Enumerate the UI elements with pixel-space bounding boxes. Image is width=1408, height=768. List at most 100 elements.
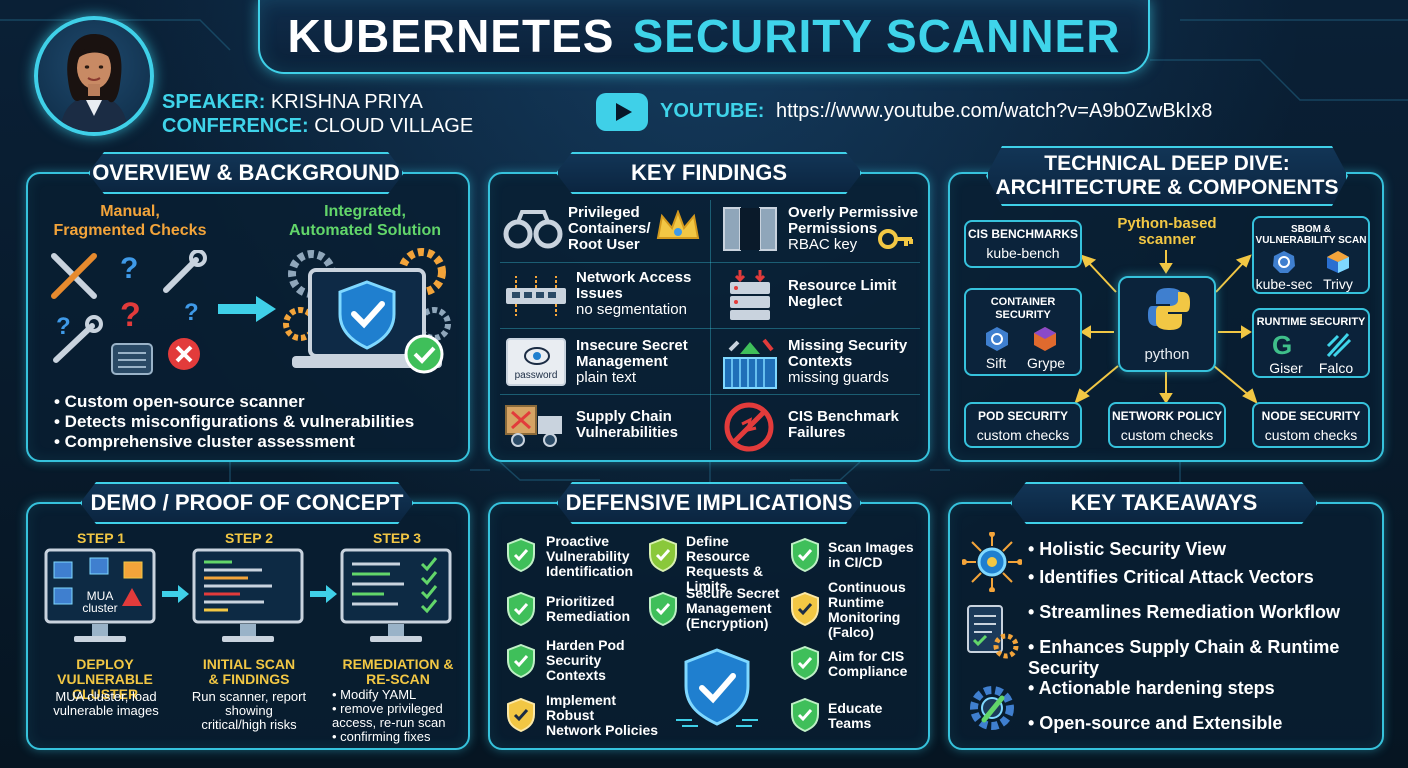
delivery-truck-icon [505,405,562,447]
box-heading: POD SECURITY [977,409,1068,423]
defense-item: Define Resource Requests & Limits [686,533,764,594]
finding-title: Privileged Containers/ Root User [568,204,651,253]
open-door-icon [723,207,777,251]
svg-text:?: ? [56,313,71,340]
shield-check-icon [507,538,535,572]
tool-grype: Grype [1026,355,1066,371]
overview-bullet: • Custom open-source scanner [54,392,305,411]
defense-item: Implement Robust Network Policies [546,692,659,738]
shield-check-icon [507,592,535,626]
takeaway-item: • Holistic Security View [1028,539,1227,559]
divider [500,394,920,395]
tool-sift: Sift [985,355,1007,371]
defense-item: Proactive Vulnerability Identification [546,533,634,579]
takeaways-title: KEY TAKEAWAYS [1010,482,1318,524]
findings-title: KEY FINDINGS [556,152,862,194]
box-tool: custom checks [976,427,1070,443]
step-title: DEPLOY VULNERABLE CLUSTER [57,656,153,702]
key-icon [878,229,913,249]
shield-check-icon [649,538,677,572]
box-heading: RUNTIME SECURITY [1256,316,1366,328]
kubernetes-icon [1273,251,1295,273]
shield-check-icon [507,644,535,678]
sift-icon [986,327,1008,351]
finding-supply-chain: Supply Chain Vulnerabilities [576,409,706,441]
finding-title: Supply Chain Vulnerabilities [576,408,678,441]
monitor-cluster-icon [44,548,156,642]
central-shield-icon [676,648,758,727]
divider [500,262,920,263]
network-box: NETWORK POLICY custom checks [1108,402,1226,448]
defense-item: Educate Teams [828,700,883,731]
finding-title: Network Access Issues [576,269,692,302]
fragmented-tools-icon: ? ? ? ? [51,250,207,375]
youtube-line: YOUTUBE: https://www.youtube.com/watch?v… [660,100,1212,123]
takeaway-item: • Enhances Supply Chain & Runtime Securi… [1028,637,1340,678]
finding-title: Overly Permissive Permissions [788,204,919,237]
pod-box: POD SECURITY custom checks [964,402,1082,448]
svg-text:?: ? [120,252,138,285]
crown-icon [656,210,700,239]
defense-item: Harden Pod Security Contexts [546,637,625,683]
finding-network: Network Access Issues no segmentation [576,270,706,318]
arrow-right-icon [310,585,337,603]
box-tool: custom checks [1120,427,1214,443]
step-desc: Run scanner, report showing critical/hig… [191,689,307,732]
defense-item: Scan Images in CI/CD [828,539,914,570]
monitor-scan-icon [192,548,304,642]
box-heading: NODE SECURITY [1261,409,1361,423]
title-primary: KUBERNETES [287,10,615,62]
finding-privileged: Privileged Containers/ Root User [568,205,708,253]
tool-trivy: Trivy [1323,276,1353,292]
step-label: STEP 2 [225,530,273,546]
overview-bullets: • Custom open-source scanner • Detects m… [54,392,414,452]
network-switch-icon [506,276,566,316]
container-icon [723,338,777,389]
finding-title: Insecure Secret Management [576,337,688,370]
defensive-title: DEFENSIVE IMPLICATIONS [556,482,862,524]
finding-cis: CIS Benchmark Failures [788,409,928,441]
finding-resource: Resource Limit Neglect [788,278,928,310]
demo-title: DEMO / PROOF OF CONCEPT [80,482,414,524]
eye-icon [524,347,550,365]
youtube-link[interactable]: https://www.youtube.com/watch?v=A9b0ZwBk… [776,100,1213,122]
monitor-rescan-icon [340,548,452,642]
step-desc: MUA cluster, load vulnerable images [53,689,159,718]
step-title: REMEDIATION & RE-SCAN [342,656,454,687]
arrow-right-icon [162,585,189,603]
step-title: INITIAL SCAN & FINDINGS [202,656,296,687]
cis-box: CIS BENCHMARKS kube-bench [964,220,1082,268]
overview-bullet: • Comprehensive cluster assessment [54,432,355,451]
secure-laptop-icon [283,248,451,374]
takeaway-item: • Streamlines Remediation Workflow [1028,602,1341,622]
title-secondary: SECURITY SCANNER [632,10,1121,62]
tech-title: TECHNICAL DEEP DIVE: ARCHITECTURE & COMP… [986,146,1348,206]
speaker-info: SPEAKER: KRISHNA PRIYA CONFERENCE: CLOUD… [162,90,473,138]
manual-label: Manual, Fragmented Checks [53,203,207,239]
finding-title: Resource Limit Neglect [788,277,897,310]
svg-text:?: ? [184,299,199,326]
tool-kube-sec: kube-sec [1255,276,1313,292]
speaker-avatar [34,16,154,136]
shield-check-icon [507,698,535,732]
youtube-icon[interactable] [596,93,648,131]
finding-contexts: Missing Security Contexts missing guards [788,338,928,386]
step-label: STEP 3 [373,530,421,546]
defense-item: Aim for CIS Compliance [828,648,908,679]
node-box: NODE SECURITY custom checks [1252,402,1370,448]
shield-check-icon [791,698,819,732]
shield-check-icon [649,592,677,626]
divider [710,200,711,450]
overview-title: OVERVIEW & BACKGROUND [88,152,404,194]
takeaway-item: • Open-source and Extensible [1028,713,1283,733]
defense-item: Secure Secret Management (Encryption) [686,585,780,631]
finding-detail: plain text [576,369,637,386]
speaker-name: KRISHNA PRIYA [270,91,423,113]
divider [500,328,920,329]
python-text: python [1144,346,1190,363]
giser-icon: G [1272,330,1293,360]
finding-detail: RBAC key [788,236,858,253]
overview-bullet: • Detects misconfigurations & vulnerabil… [54,412,415,431]
container-box: CONTAINER SECURITY [964,288,1082,376]
box-tool: kube-bench [986,245,1060,261]
